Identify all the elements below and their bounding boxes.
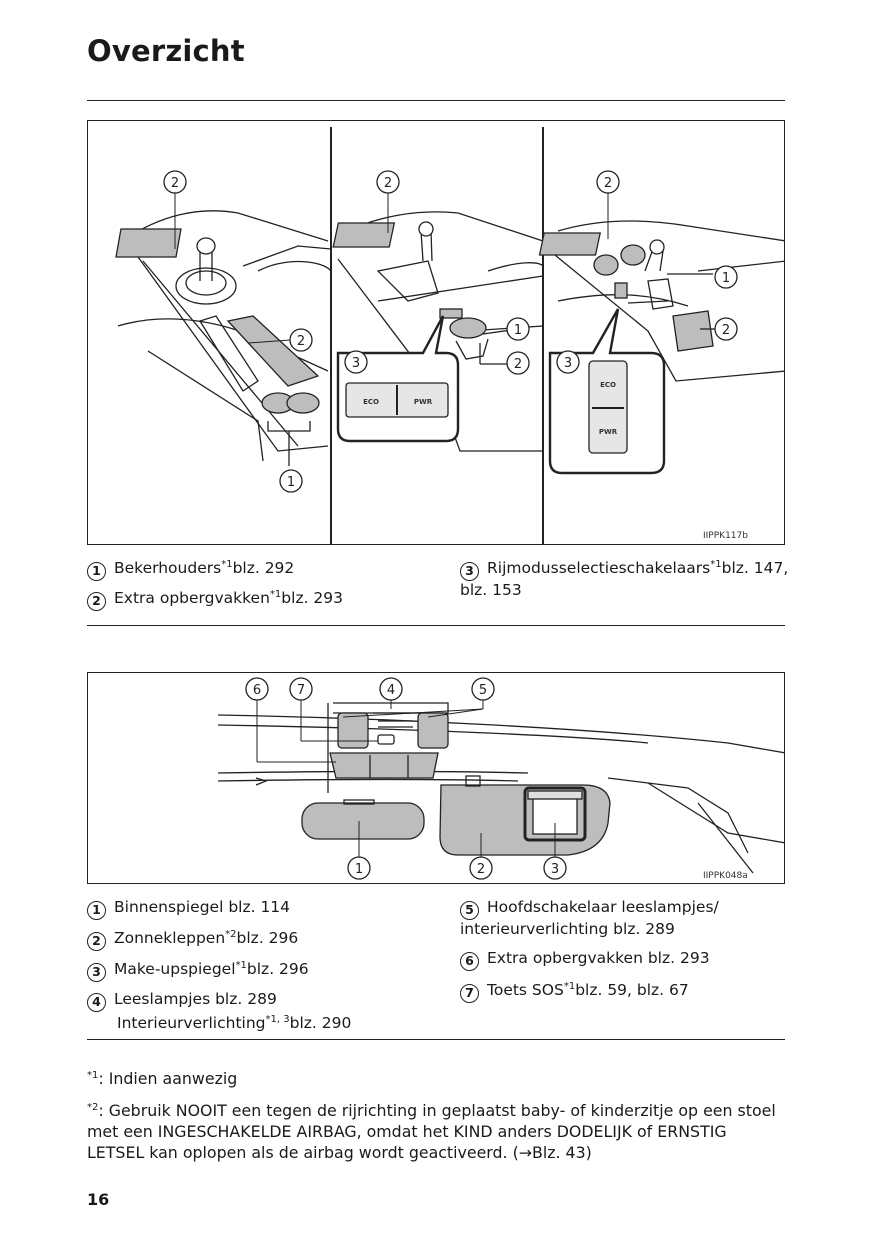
footnote-text: : Indien aanwezig bbox=[98, 1069, 238, 1088]
overhead-illustration: 6 7 4 5 1 2 3 IIPPK048a bbox=[87, 672, 785, 884]
item-number: 3 bbox=[460, 562, 479, 581]
callout-1: 1 bbox=[287, 475, 295, 490]
footnote-mark: *1 bbox=[563, 981, 576, 992]
eco-switch-label: ECO bbox=[600, 381, 616, 389]
caption-text: Extra opbergvakken blz. 293 bbox=[487, 949, 710, 967]
page-reference: blz. 147, bbox=[721, 559, 789, 577]
item-number: 5 bbox=[460, 901, 479, 920]
callout-6: 6 bbox=[253, 683, 261, 698]
caption-item: 3 Make-upspiegel*1blz. 296 bbox=[87, 958, 309, 982]
console-illustration: ECO PWR ECO PWR 2 2 1 2 1 2 3 2 bbox=[87, 120, 785, 545]
eco-switch-label: ECO bbox=[363, 398, 379, 406]
caption-text: Hoofdschakelaar leeslampjes/ bbox=[487, 898, 719, 916]
figure-code: IIPPK048a bbox=[703, 871, 748, 881]
caption-continuation: blz. 153 bbox=[460, 581, 522, 599]
page-reference: blz. 293 bbox=[281, 589, 344, 607]
pwr-switch-label: PWR bbox=[599, 428, 618, 436]
footnote-mark: *2 bbox=[225, 929, 237, 940]
caption-text: Zonnekleppen bbox=[114, 929, 226, 947]
caption-text: Rijmodusselectieschakelaars bbox=[487, 559, 711, 577]
page-reference: blz. 292 bbox=[232, 559, 295, 577]
footnote-mark: *1, 3 bbox=[265, 1014, 290, 1025]
callout-3: 3 bbox=[551, 862, 559, 877]
callout-2: 2 bbox=[722, 323, 730, 338]
page-reference: blz. 296 bbox=[236, 929, 299, 947]
callout-2: 2 bbox=[384, 176, 392, 191]
caption-item: 2 Extra opbergvakken*1blz. 293 bbox=[87, 587, 343, 611]
page-reference: blz. 290 bbox=[289, 1014, 352, 1032]
caption-item: 6 Extra opbergvakken blz. 293 bbox=[460, 947, 710, 971]
callout-2: 2 bbox=[477, 862, 485, 877]
footnote-mark: *1 bbox=[221, 559, 233, 570]
item-number: 1 bbox=[87, 901, 106, 920]
page-reference: blz. 296 bbox=[246, 960, 309, 978]
section-rule bbox=[87, 625, 785, 626]
footnote-text: : Gebruik NOOIT een tegen de rijrichting… bbox=[98, 1101, 776, 1120]
footnote-mark: *1 bbox=[710, 559, 722, 570]
callout-1: 1 bbox=[722, 271, 730, 286]
footnote-1: *1: Indien aanwezig bbox=[87, 1068, 787, 1089]
caption-item: 7 Toets SOS*1blz. 59, blz. 67 bbox=[460, 979, 689, 1003]
callout-1: 1 bbox=[355, 862, 363, 877]
footnote-text: LETSEL kan oplopen als de airbag wordt g… bbox=[87, 1143, 592, 1162]
item-number: 2 bbox=[87, 592, 106, 611]
page-reference: blz. 59, blz. 67 bbox=[575, 981, 689, 999]
caption-continuation: interieurverlichting blz. 289 bbox=[460, 920, 675, 938]
caption-text: Binnenspiegel blz. 114 bbox=[114, 898, 291, 916]
callout-3: 3 bbox=[352, 356, 360, 371]
page-number: 16 bbox=[87, 1190, 110, 1209]
caption-item: 1 Bekerhouders*1blz. 292 bbox=[87, 557, 294, 581]
footnote-mark: *1 bbox=[235, 960, 247, 971]
caption-item: 4 Leeslampjes blz. 289 bbox=[87, 988, 277, 1012]
caption-text: Leeslampjes blz. 289 bbox=[114, 990, 277, 1008]
footnote-2: *2: Gebruik NOOIT een tegen de rijrichti… bbox=[87, 1100, 787, 1163]
header-rule bbox=[87, 100, 785, 101]
caption-text: Toets SOS bbox=[487, 981, 564, 999]
callout-1: 1 bbox=[514, 323, 522, 338]
item-number: 6 bbox=[460, 952, 479, 971]
section-rule bbox=[87, 1039, 785, 1040]
callout-4: 4 bbox=[387, 683, 395, 698]
caption-item: 3 Rijmodusselectieschakelaars*1blz. 147, bbox=[460, 557, 788, 581]
caption-text: Extra opbergvakken bbox=[114, 589, 270, 607]
footnote-text: met een INGESCHAKELDE AIRBAG, omdat het … bbox=[87, 1122, 727, 1141]
callout-2: 2 bbox=[604, 176, 612, 191]
caption-text: Make-upspiegel bbox=[114, 960, 236, 978]
caption-item: 5 Hoofdschakelaar leeslampjes/ bbox=[460, 896, 719, 920]
page-title: Overzicht bbox=[87, 34, 245, 68]
callout-2: 2 bbox=[171, 176, 179, 191]
callout-5: 5 bbox=[479, 683, 487, 698]
caption-item: 1 Binnenspiegel blz. 114 bbox=[87, 896, 290, 920]
footnote-mark: *1 bbox=[87, 1070, 99, 1081]
callout-2: 2 bbox=[514, 357, 522, 372]
item-number: 1 bbox=[87, 562, 106, 581]
figure-code: IIPPK117b bbox=[703, 531, 748, 541]
callout-7: 7 bbox=[297, 683, 305, 698]
caption-continuation: Interieurverlichting*1, 3blz. 290 bbox=[117, 1012, 351, 1034]
callout-3: 3 bbox=[564, 356, 572, 371]
pwr-switch-label: PWR bbox=[414, 398, 433, 406]
item-number: 2 bbox=[87, 932, 106, 951]
footnote-mark: *2 bbox=[87, 1102, 99, 1113]
item-number: 4 bbox=[87, 993, 106, 1012]
caption-text: Interieurverlichting bbox=[117, 1014, 266, 1032]
footnote-mark: *1 bbox=[269, 589, 282, 600]
caption-text: Bekerhouders bbox=[114, 559, 222, 577]
caption-item: 2 Zonnekleppen*2blz. 296 bbox=[87, 927, 298, 951]
callout-2: 2 bbox=[297, 334, 305, 349]
item-number: 3 bbox=[87, 963, 106, 982]
item-number: 7 bbox=[460, 984, 479, 1003]
